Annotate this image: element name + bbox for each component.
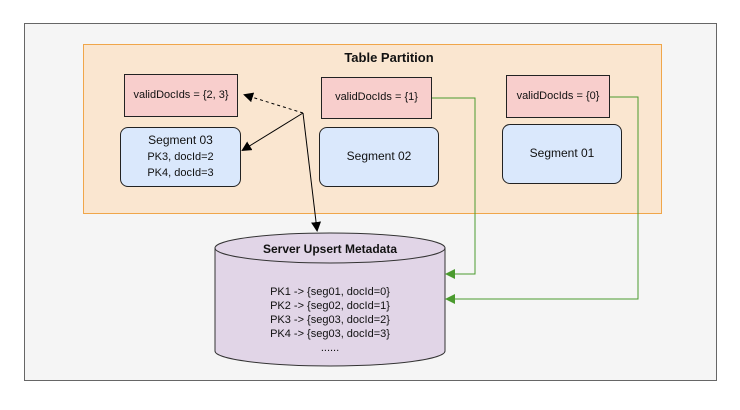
- valid-docids-seg02-label: validDocIds = {1}: [335, 91, 418, 104]
- segment-03: Segment 03 PK3, docId=2 PK4, docId=3: [120, 127, 241, 187]
- metadata-entry: PK2 -> {seg02, docId=1}: [270, 300, 390, 312]
- valid-docids-seg01-label: validDocIds = {0}: [516, 89, 600, 102]
- valid-docids-seg03-label: validDocIds = {2, 3}: [133, 88, 229, 101]
- metadata-entry: PK4 -> {seg03, docId=3}: [270, 328, 390, 340]
- segment-02-title: Segment 02: [346, 149, 412, 164]
- metadata-entry: PK1 -> {seg01, docId=0}: [270, 286, 390, 298]
- segment-01-title: Segment 01: [529, 146, 595, 161]
- partition-title: Table Partition: [344, 50, 434, 65]
- valid-docids-seg02: validDocIds = {1}: [321, 77, 432, 119]
- metadata-content: Server Upsert Metadata PK1 -> {seg01, do…: [215, 242, 445, 355]
- valid-docids-seg03: validDocIds = {2, 3}: [124, 74, 238, 117]
- metadata-entry: PK3 -> {seg03, docId=2}: [270, 314, 390, 326]
- segment-03-line: PK3, docId=2: [147, 150, 214, 163]
- segment-03-line: PK4, docId=3: [147, 166, 214, 179]
- valid-docids-seg01: validDocIds = {0}: [506, 75, 610, 118]
- metadata-title: Server Upsert Metadata: [262, 242, 398, 256]
- segment-02: Segment 02: [319, 127, 439, 187]
- metadata-entry: ......: [320, 342, 340, 354]
- segment-03-title: Segment 03: [148, 133, 213, 148]
- segment-01: Segment 01: [502, 124, 622, 184]
